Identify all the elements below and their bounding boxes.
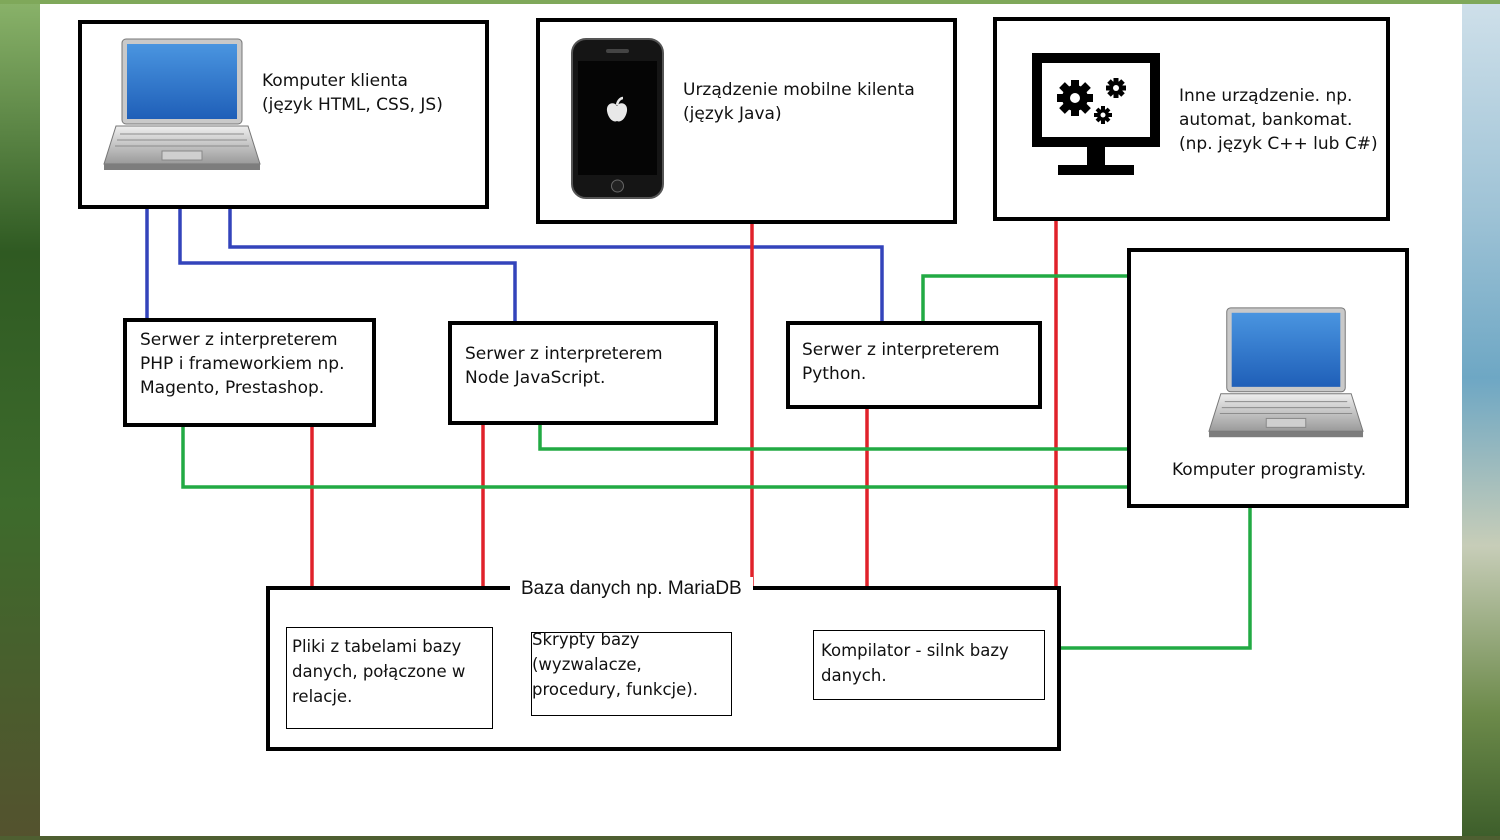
- background-bottom: [0, 836, 1500, 840]
- php-server-box: Serwer z interpreterem PHP i frameworkie…: [123, 318, 376, 427]
- smartphone-icon: [571, 38, 664, 199]
- laptop-icon: [103, 38, 261, 170]
- db-files-box: Pliki z tabelami bazy danych, połączone …: [286, 627, 493, 729]
- database-title: Baza danych np. MariaDB: [510, 577, 753, 601]
- client-computer-box: Komputer klienta (język HTML, CSS, JS): [78, 20, 489, 209]
- developer-computer-label: Komputer programisty.: [1172, 460, 1367, 480]
- link-dev-python: [921, 274, 1131, 325]
- developer-computer-box: Komputer programisty.: [1127, 248, 1409, 508]
- client-computer-label: Komputer klienta (język HTML, CSS, JS): [262, 71, 443, 115]
- db-compiler-label: Kompilator - silnk bazy danych.: [821, 641, 1009, 685]
- node-server-box: Serwer z interpreterem Node JavaScript.: [448, 321, 718, 425]
- db-files-label: Pliki z tabelami bazy danych, połączone …: [292, 637, 466, 706]
- link-dev-php: [181, 424, 1131, 489]
- db-scripts-label: Skrypty bazy (wyzwalacze, procedury, fun…: [532, 630, 698, 699]
- db-scripts-box: Skrypty bazy (wyzwalacze, procedury, fun…: [531, 630, 732, 716]
- db-links: [310, 218, 1058, 588]
- mobile-device-label: Urządzenie mobilne kilenta (język Java): [683, 80, 915, 124]
- db-compiler-box: Kompilator - silnk bazy danych.: [813, 630, 1045, 700]
- http-links: [145, 204, 884, 325]
- dev-links: [181, 274, 1252, 650]
- other-device-box: Inne urządzenie. np. automat, bankomat. …: [993, 17, 1390, 221]
- other-device-label: Inne urządzenie. np. automat, bankomat. …: [1179, 86, 1378, 154]
- background-top: [0, 0, 1500, 4]
- background-right: [1462, 0, 1500, 840]
- node-server-label: Serwer z interpreterem Node JavaScript.: [465, 344, 663, 388]
- laptop-icon: [1208, 307, 1364, 438]
- mobile-device-box: Urządzenie mobilne kilenta (język Java): [536, 18, 957, 224]
- link-client-node: [178, 204, 517, 325]
- link-dev-node: [538, 423, 1131, 451]
- database-box: Pliki z tabelami bazy danych, połączone …: [266, 586, 1061, 751]
- background-left: [0, 0, 40, 840]
- link-client-python: [228, 204, 884, 325]
- link-dev-db: [1061, 505, 1252, 650]
- php-server-label: Serwer z interpreterem PHP i frameworkie…: [140, 330, 345, 398]
- python-server-label: Serwer z interpreterem Python.: [802, 340, 1000, 384]
- monitor-gears-icon: [1032, 53, 1160, 175]
- python-server-box: Serwer z interpreterem Python.: [786, 321, 1042, 409]
